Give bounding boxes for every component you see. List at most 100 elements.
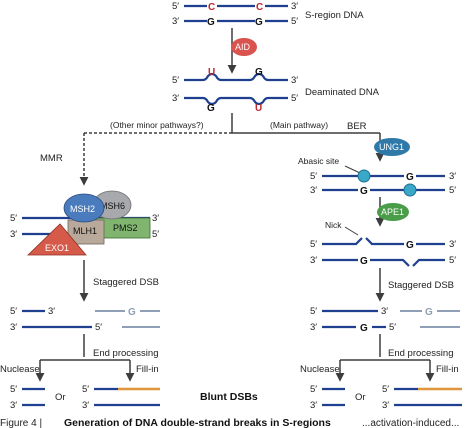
fill-in-right-label: Fill-in — [436, 364, 459, 375]
prime-3: 3′ — [172, 93, 179, 104]
ber-label: BER — [347, 121, 367, 132]
figure-caption-tail: ...activation-induced... — [362, 418, 459, 428]
base-u: U — [255, 103, 262, 114]
base-g: G — [207, 103, 215, 114]
strand-top — [322, 237, 445, 246]
prime-3: 3′ — [82, 400, 89, 411]
blunt-dsbs-label: Blunt DSBs — [200, 391, 258, 403]
staggered-dsb-left-label: Staggered DSB — [93, 277, 159, 288]
mmr-complex: 5′ 3′ 3′ 5′ PMS2 MLH1 EXO1 MSH6 MSH2 — [10, 190, 159, 256]
base-g: G — [255, 17, 263, 28]
base-g: G — [360, 256, 368, 267]
end-processing-left-label: End processing — [93, 348, 158, 359]
prime-5: 5′ — [10, 384, 17, 395]
prime-5: 5′ — [95, 322, 102, 333]
prime-3: 3′ — [382, 400, 389, 411]
nuclease-left-label: Nuclease — [0, 364, 40, 375]
strand-bottom — [322, 258, 445, 267]
strand-bottom — [184, 96, 288, 106]
prime-3: 3′ — [381, 306, 388, 317]
prime-5: 5′ — [172, 1, 179, 12]
prime-3: 3′ — [10, 400, 17, 411]
base-c: C — [256, 2, 263, 13]
base-g: G — [406, 172, 414, 183]
ape1-enzyme — [377, 203, 409, 221]
prime-5: 5′ — [310, 171, 317, 182]
end-processing-right-label: End processing — [388, 348, 453, 359]
prime-3: 3′ — [48, 306, 55, 317]
prime-5: 5′ — [449, 255, 456, 266]
mmr-label: MMR — [40, 153, 63, 164]
mlh1-protein — [67, 219, 105, 245]
base-g: G — [207, 17, 215, 28]
staggered-dsb-right: 5′ 3′ 3′ G 5′ G — [310, 306, 460, 334]
base-g: G — [360, 323, 368, 334]
minor-pathway-label: (Other minor pathways?) — [110, 120, 204, 130]
base-g: G — [128, 307, 136, 318]
base-g: G — [406, 240, 414, 251]
figure-caption-title: Generation of DNA double-strand breaks i… — [64, 417, 331, 428]
prime-5: 5′ — [10, 213, 17, 224]
prime-5: 5′ — [172, 75, 179, 86]
abasic-site-marker — [357, 169, 371, 183]
prime-5: 5′ — [449, 185, 456, 196]
prime-3: 3′ — [10, 229, 17, 240]
figure-caption-prefix: Figure 4 | — [0, 418, 42, 428]
ape1-label: APE1 — [381, 207, 404, 217]
strand-top — [184, 72, 288, 82]
prime-5: 5′ — [310, 384, 317, 395]
aid-enzyme — [231, 38, 257, 56]
main-pathway-label: (Main pathway) — [270, 120, 328, 130]
deaminated-dna: 5′ 3′ U G G U 3′ 5′ Deaminated DNA — [172, 67, 380, 114]
prime-3: 3′ — [291, 1, 298, 12]
blunt-ends-left: 5′ 3′ Or 5′ 3′ — [10, 384, 160, 411]
exo1-label: EXO1 — [45, 243, 69, 253]
prime-5: 5′ — [310, 239, 317, 250]
prime-3: 3′ — [449, 239, 456, 250]
prime-5: 5′ — [382, 384, 389, 395]
prime-3: 3′ — [310, 400, 317, 411]
pointer — [344, 226, 359, 236]
prime-5: 5′ — [82, 384, 89, 395]
prime-5: 5′ — [152, 229, 159, 240]
ung1-enzyme — [374, 138, 410, 156]
deaminated-label: Deaminated DNA — [305, 87, 380, 98]
nicked-dna: Nick 5′ 3′ G G 3′ 5′ — [310, 220, 456, 267]
nick-label: Nick — [325, 220, 342, 230]
prime-3: 3′ — [172, 16, 179, 27]
abasic-site-marker — [403, 183, 417, 197]
prime-3: 3′ — [310, 185, 317, 196]
prime-5: 5′ — [291, 16, 298, 27]
base-g: G — [425, 307, 433, 318]
pms2-label: PMS2 — [113, 223, 138, 233]
staggered-dsb-right-label: Staggered DSB — [388, 280, 454, 291]
prime-3: 3′ — [449, 171, 456, 182]
prime-5: 5′ — [310, 306, 317, 317]
aid-label: AID — [235, 42, 251, 52]
abasic-label: Abasic site — [298, 156, 339, 166]
or-left-label: Or — [55, 392, 66, 403]
abasic-dna: Abasic site 5′ 3′ G G 3′ 5′ — [298, 156, 456, 197]
msh6-label: MSH6 — [100, 201, 125, 211]
base-g: G — [255, 67, 263, 78]
prime-3: 3′ — [291, 75, 298, 86]
nuclease-right-label: Nuclease — [300, 364, 340, 375]
staggered-dsb-left: 5′ 3′ 3′ 5′ G — [10, 306, 160, 333]
base-u: U — [208, 67, 215, 78]
s-region-label: S-region DNA — [305, 10, 364, 21]
base-g: G — [360, 186, 368, 197]
prime-3: 3′ — [310, 322, 317, 333]
blunt-ends-right: 5′ 3′ Or 5′ 3′ — [310, 384, 462, 411]
prime-3: 3′ — [310, 255, 317, 266]
base-c: C — [208, 2, 215, 13]
exo1-protein — [27, 223, 87, 256]
prime-5: 5′ — [10, 306, 17, 317]
s-region-dna: 5′ 3′ C C G G 3′ 5′ S-region DNA — [172, 0, 364, 28]
prime-5: 5′ — [389, 322, 396, 333]
msh2-label: MSH2 — [70, 204, 95, 214]
pointer — [344, 165, 361, 174]
fill-in-left-label: Fill-in — [136, 364, 159, 375]
mlh1-label: MLH1 — [73, 226, 97, 236]
or-right-label: Or — [355, 392, 366, 403]
